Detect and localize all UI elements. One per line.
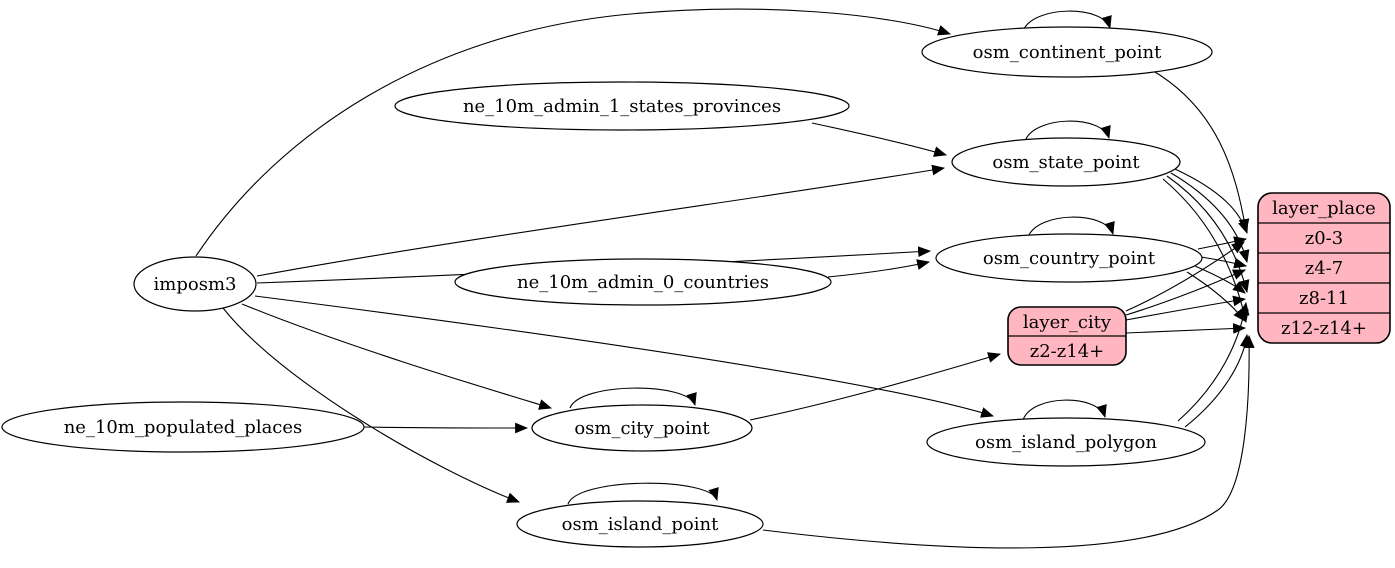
record-layer-city-title: layer_city <box>1023 312 1112 333</box>
self-loop-osm-continent-point <box>1022 10 1112 32</box>
node-ne-10m-populated-places-shape <box>1 401 365 453</box>
node-osm-state-point: osm_state_point <box>951 137 1181 187</box>
edge-osm-island-point-to-layer-place-z12 <box>762 334 1255 549</box>
node-osm-island-polygon: osm_island_polygon <box>926 417 1206 467</box>
node-ne-10m-admin-0-countries: ne_10m_admin_0_countries <box>454 258 832 306</box>
record-layer-place-row-z8-11: z8-11 <box>1299 288 1349 309</box>
edges <box>195 8 1255 549</box>
edge-imposm3-to-osm-continent-point <box>195 8 952 257</box>
self-loop-osm-island-polygon <box>1022 399 1107 421</box>
edge-osm-state-point-to-layer-place-z4-7 <box>1170 172 1250 264</box>
node-osm-island-point: osm_island_point <box>516 500 764 548</box>
edge-ne-10m-populated-places-to-osm-city-point <box>363 422 529 434</box>
node-osm-state-point-shape <box>951 137 1181 187</box>
record-layer-place-row-z12-z14: z12-z14+ <box>1281 318 1367 339</box>
edge-osm-island-polygon-to-layer-place-z8-11 <box>1177 301 1250 422</box>
node-ne-10m-admin-1-states-provinces-label: ne_10m_admin_1_states_provinces <box>463 96 781 117</box>
node-osm-continent-point-label: osm_continent_point <box>973 42 1162 63</box>
node-osm-country-point: osm_country_point <box>935 233 1203 283</box>
edge-osm-state-point-to-layer-place-z8-11 <box>1166 175 1250 294</box>
node-osm-continent-point-shape <box>921 26 1213 78</box>
record-layer-place-title: layer_place <box>1272 198 1376 219</box>
edge-layer-city-to-layer-place-z4-7 <box>1125 269 1246 316</box>
edge-osm-island-polygon-to-layer-place-z12 <box>1184 333 1251 428</box>
record-layer-place-row-z0-3: z0-3 <box>1305 228 1343 249</box>
edge-imposm3-to-osm-city-point <box>241 303 553 410</box>
node-osm-island-polygon-label: osm_island_polygon <box>975 432 1157 453</box>
node-ne-10m-admin-1-states-provinces-shape <box>394 81 850 131</box>
edge-osm-state-point-to-layer-place-z0-3 <box>1174 168 1249 235</box>
node-osm-city-point: osm_city_point <box>531 404 753 452</box>
self-loop-osm-state-point <box>1024 120 1111 142</box>
edge-imposm3-to-osm-state-point <box>256 164 946 277</box>
edge-osm-country-point-to-layer-place-z4-7 <box>1200 256 1248 269</box>
node-ne-10m-populated-places-label: ne_10m_populated_places <box>64 417 303 438</box>
self-loop-osm-city-point <box>569 387 697 409</box>
node-ne-10m-admin-0-countries-label: ne_10m_admin_0_countries <box>517 272 769 293</box>
edge-ne-10m-admin-0-countries-to-osm-country-point <box>827 259 931 278</box>
node-osm-city-point-label: osm_city_point <box>574 418 710 439</box>
edge-osm-country-point-to-layer-place-z0-3 <box>1197 236 1248 250</box>
edge-layer-city-to-layer-place-z12 <box>1125 323 1247 334</box>
node-osm-island-polygon-shape <box>926 417 1206 467</box>
edge-imposm3-to-osm-island-polygon <box>254 295 995 418</box>
record-layer-city: layer_city z2-z14+ <box>1007 306 1127 366</box>
node-ne-10m-admin-1-states-provinces: ne_10m_admin_1_states_provinces <box>394 81 850 131</box>
record-layer-city-row-z2-z14: z2-z14+ <box>1030 341 1105 362</box>
edge-osm-country-point-to-layer-place-z8-11 <box>1194 265 1246 294</box>
edge-osm-country-point-to-layer-place-z12 <box>1186 271 1246 322</box>
self-loop-osm-island-point <box>567 482 719 505</box>
edge-imposm3-to-osm-island-point <box>222 307 521 503</box>
node-osm-country-point-shape <box>935 233 1203 283</box>
edge-ne-10m-admin-1-states-provinces-to-osm-state-point <box>811 122 948 157</box>
node-osm-island-point-shape <box>516 500 764 548</box>
node-imposm3: imposm3 <box>133 256 257 312</box>
edge-osm-city-point-to-layer-city-z2 <box>749 352 1002 421</box>
edge-osm-continent-point-to-layer-place-z0-3 <box>1149 68 1250 233</box>
record-layer-place: layer_place z0-3 z4-7 z8-11 z12-z14+ <box>1257 192 1391 344</box>
edge-layer-city-to-layer-place-z8-11 <box>1125 295 1247 321</box>
node-osm-island-point-label: osm_island_point <box>562 514 719 535</box>
node-osm-country-point-label: osm_country_point <box>983 248 1156 269</box>
node-ne-10m-populated-places: ne_10m_populated_places <box>1 401 365 453</box>
record-layer-place-row-z4-7: z4-7 <box>1305 258 1343 279</box>
self-loop-osm-country-point <box>1027 216 1115 238</box>
node-osm-state-point-label: osm_state_point <box>992 152 1140 173</box>
record-layer-place-shape <box>1257 192 1391 344</box>
node-osm-continent-point: osm_continent_point <box>921 26 1213 78</box>
node-ne-10m-admin-0-countries-shape <box>454 258 832 306</box>
node-osm-city-point-shape <box>531 404 753 452</box>
node-imposm3-shape <box>133 256 257 312</box>
node-imposm3-label: imposm3 <box>154 274 237 295</box>
